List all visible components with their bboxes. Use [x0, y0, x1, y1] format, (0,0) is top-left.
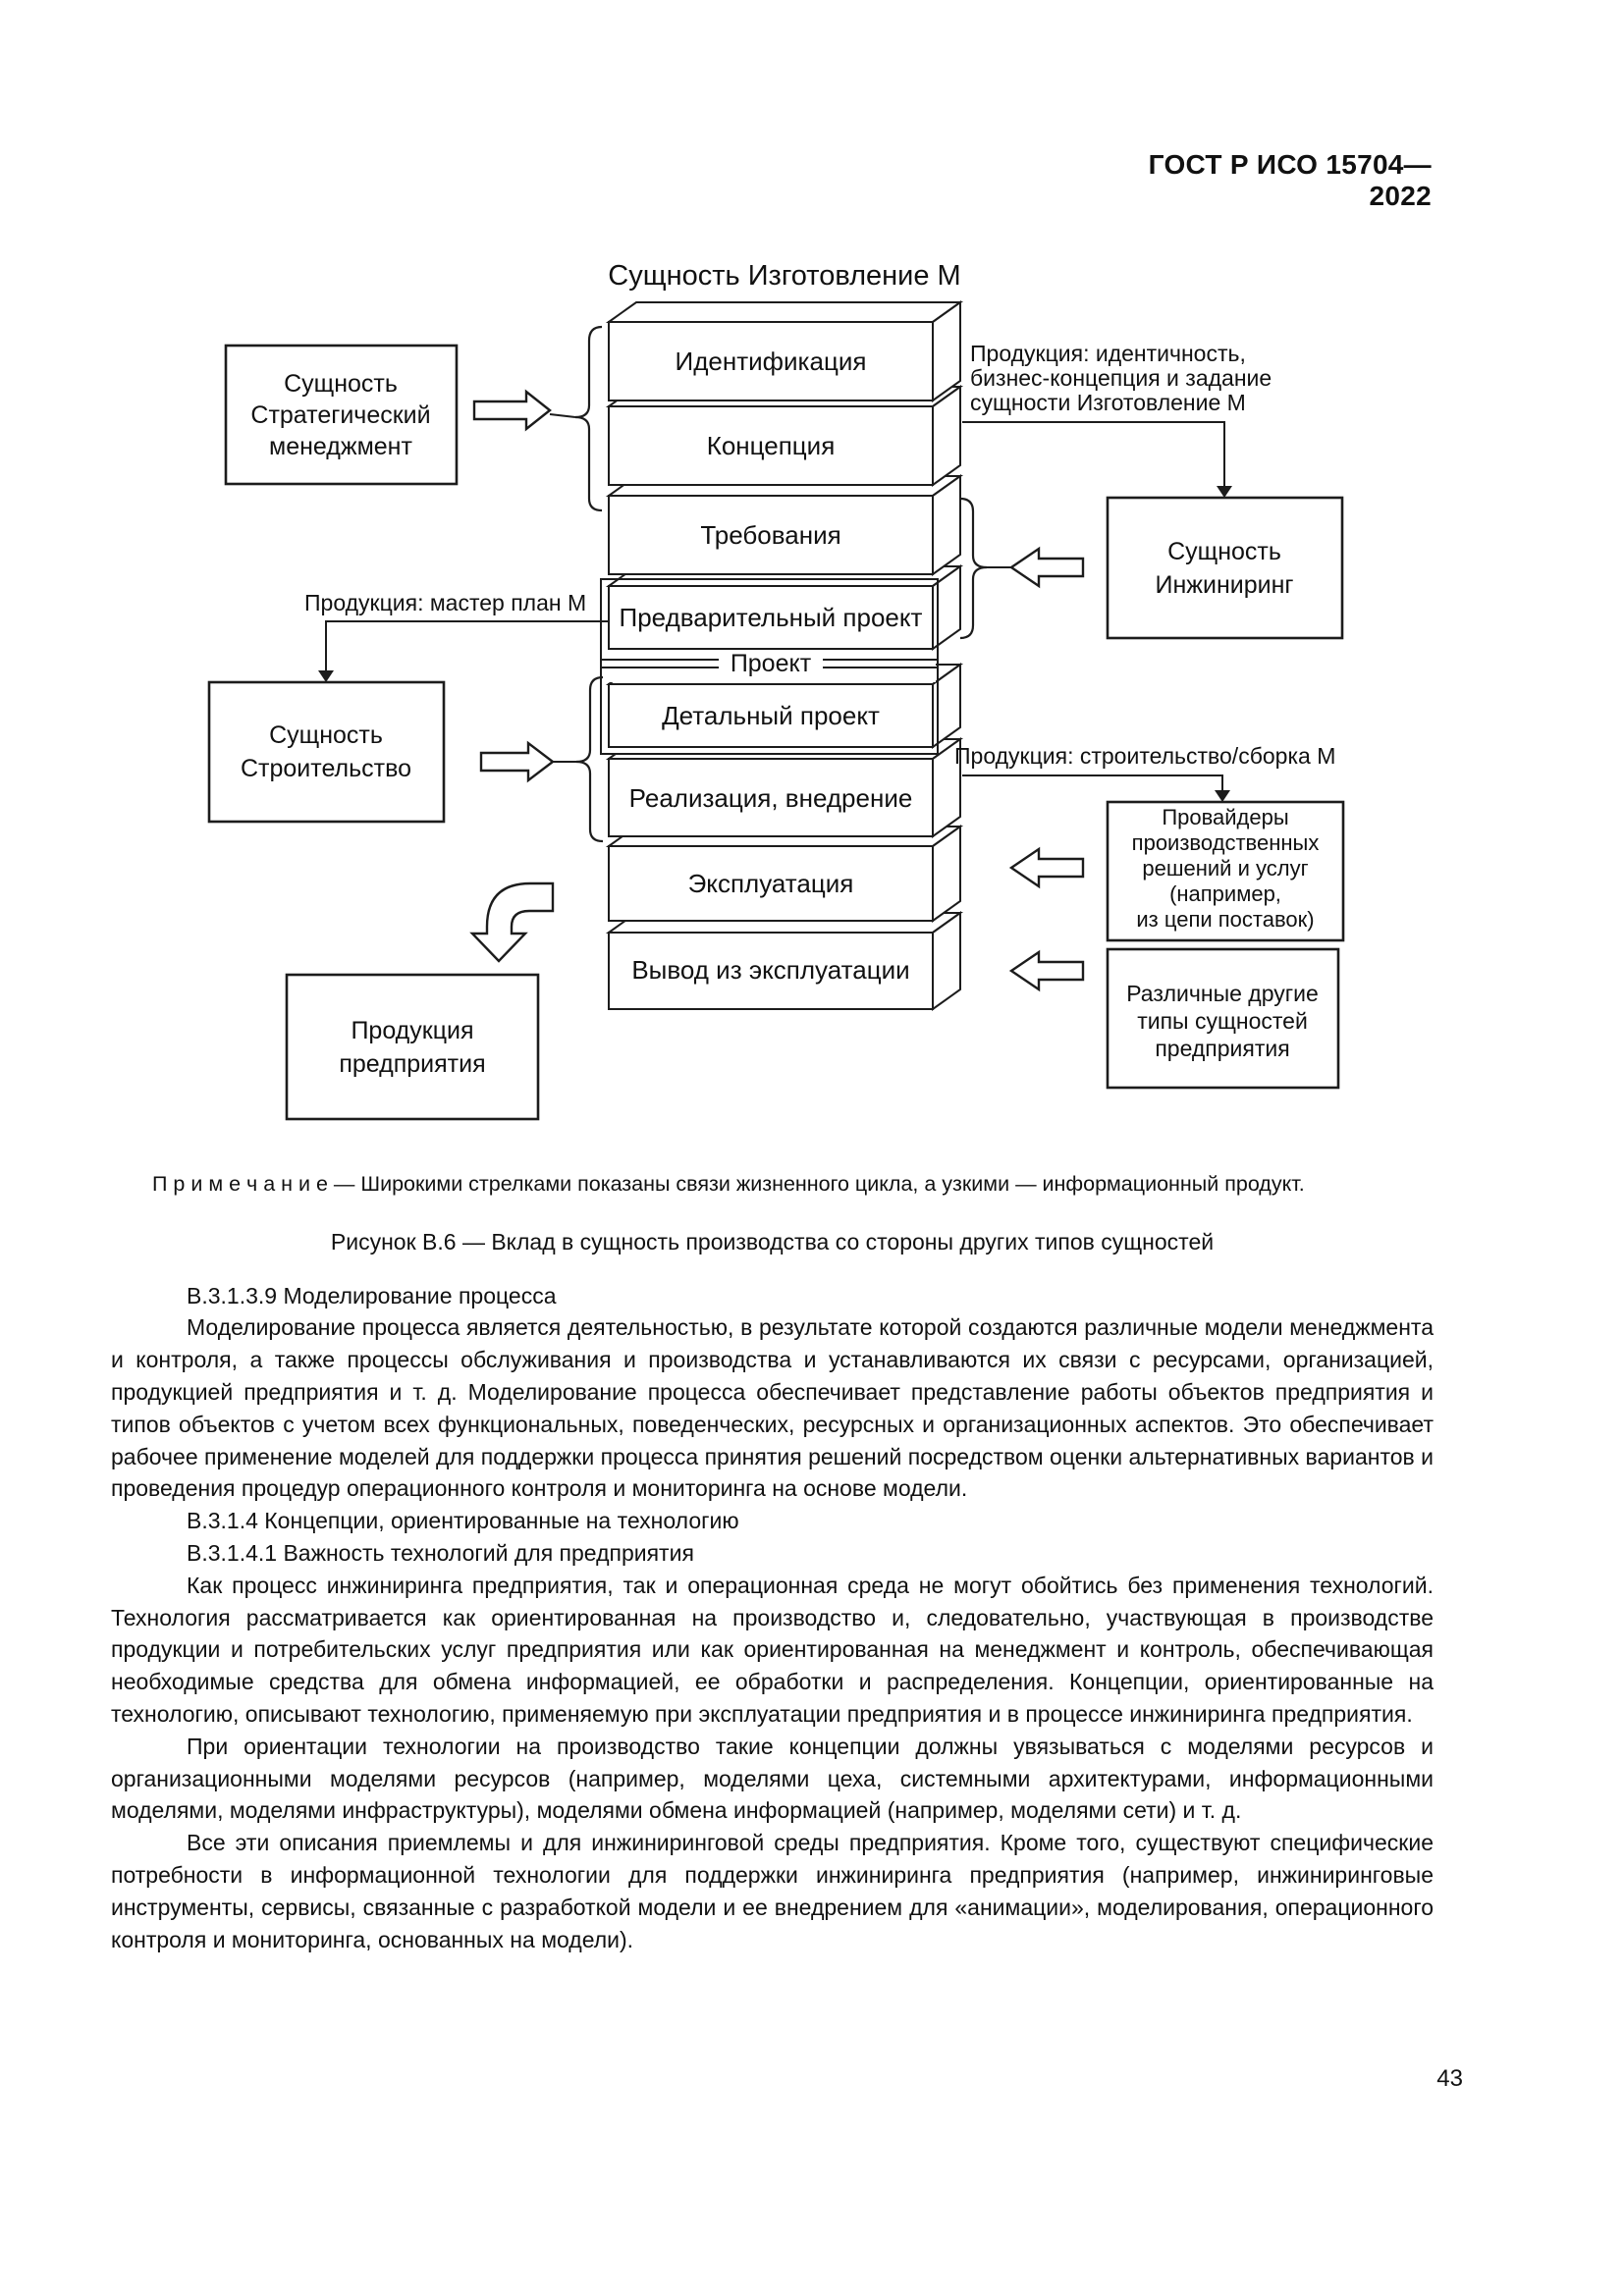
- document-header: ГОСТ Р ИСО 15704—2022: [1148, 149, 1432, 211]
- other-entities-line2: типы сущностей: [1137, 1008, 1308, 1034]
- project-label: Проект: [731, 650, 812, 677]
- figure-b6-diagram: Вывод из эксплуатации Эксплуатация Реали…: [207, 260, 1345, 1121]
- box-front-face: [608, 758, 934, 837]
- annotation-identity-line1: Продукция: идентичность,: [970, 341, 1246, 366]
- brace-detailed-implementation: [575, 675, 604, 843]
- figure-caption: Рисунок В.6 — Вклад в сущность производс…: [330, 1228, 1215, 1255]
- entity-box-frame: [1106, 947, 1340, 1090]
- phase-box-identification: Идентификация: [605, 300, 964, 402]
- entity-box-frame: [207, 680, 446, 824]
- annotation-identity-line3: сущности Изготовление М: [970, 390, 1246, 415]
- figure-title: Сущность Изготовление М: [608, 260, 960, 292]
- solution-providers-line3: решений и услуг: [1142, 856, 1308, 881]
- entity-strategic-line2: Стратегический: [250, 401, 430, 429]
- entity-strategic-line1: Сущность: [284, 370, 398, 398]
- box-front-face: [608, 405, 934, 486]
- solution-providers-line1: Провайдеры: [1162, 805, 1288, 829]
- info-arrowhead-assembly: [1215, 790, 1230, 802]
- entity-box-frame: [1106, 496, 1344, 640]
- paragraph-production-orientation: При ориентации технологии на производств…: [111, 1733, 1434, 1824]
- paragraph-technology-importance: Как процесс инжиниринга предприятия, так…: [111, 1572, 1434, 1727]
- phase-label-implementation: Реализация, внедрение: [629, 783, 913, 813]
- box-front-face: [608, 321, 934, 401]
- annotation-identity-line2: бизнес-концепция и задание: [970, 365, 1272, 391]
- solution-providers-line2: производственных: [1132, 830, 1320, 855]
- phase-label-identification: Идентификация: [676, 347, 867, 376]
- annotation-assembly: Продукция: строительство/сборка М: [954, 743, 1335, 769]
- enterprise-products-line2: предприятия: [339, 1050, 485, 1078]
- lifecycle-arrow-strategic: [472, 389, 552, 432]
- info-line-master-plan: [325, 620, 609, 672]
- section-heading-b314: В.3.1.4 Концепции, ориентированные на те…: [187, 1508, 739, 1534]
- solution-providers-line5: из цепи поставок): [1136, 907, 1314, 932]
- project-band-lines: [601, 659, 938, 668]
- paragraph-engineering-environment: Все эти описания приемлемы и для инжинир…: [111, 1830, 1434, 1952]
- elbow-arrow-products: [469, 881, 555, 963]
- other-entities-line1: Различные другие: [1126, 981, 1319, 1006]
- brace-requirements-preliminary: [959, 497, 988, 640]
- phase-box-decommissioning: Вывод из эксплуатации: [605, 911, 964, 1011]
- section-heading-b3139: В.3.1.3.9 Моделирование процесса: [187, 1282, 557, 1308]
- phase-box-operation: Эксплуатация: [605, 825, 964, 923]
- entity-box-frame: [1106, 800, 1345, 942]
- info-line-identity: [962, 421, 1225, 488]
- other-entities-line3: предприятия: [1155, 1036, 1289, 1061]
- entity-construction-line1: Сущность: [269, 721, 383, 749]
- paragraph-process-modelling: Моделирование процесса является деятельн…: [111, 1314, 1434, 1502]
- entity-engineering-line2: Инжиниринг: [1155, 571, 1293, 599]
- box-front-face: [608, 585, 934, 650]
- enterprise-products-line1: Продукция: [351, 1017, 473, 1044]
- solution-providers-line4: (например,: [1169, 881, 1281, 906]
- info-arrowhead-identity: [1217, 486, 1232, 498]
- box-front-face: [608, 683, 934, 748]
- entity-construction-line2: Строительство: [241, 755, 411, 782]
- lifecycle-arrow-other-entities: [1008, 949, 1085, 992]
- phase-label-detailed-design: Детальный проект: [662, 701, 880, 730]
- box-front-face: [608, 495, 934, 575]
- box-front-face: [608, 932, 934, 1010]
- entity-strategic-management-box: Сущность Стратегический менеджмент: [224, 344, 459, 486]
- phase-box-requirements: Требования: [605, 474, 964, 576]
- entity-box-frame: [224, 344, 459, 486]
- phase-label-operation: Эксплуатация: [688, 869, 854, 898]
- info-line-assembly: [962, 774, 1223, 792]
- enterprise-products-box: Продукция предприятия: [285, 973, 540, 1121]
- text-block: П р и м е ч а н и е — Широкими стрелками…: [111, 1168, 1434, 1955]
- lifecycle-arrow-engineering: [1008, 546, 1085, 589]
- page-number: 43: [1436, 2065, 1463, 2092]
- phase-label-decommissioning: Вывод из эксплуатации: [631, 955, 909, 985]
- entity-engineering-line1: Сущность: [1167, 538, 1281, 565]
- phase-label-concept: Концепция: [707, 431, 836, 460]
- brace-identification-concept: [574, 325, 603, 512]
- entity-engineering-box: Сущность Инжиниринг: [1106, 496, 1344, 640]
- lifecycle-arrow-providers: [1008, 846, 1085, 889]
- info-arrowhead-master-plan: [318, 670, 334, 682]
- lifecycle-arrow-construction: [479, 740, 555, 783]
- entity-construction-box: Сущность Строительство: [207, 680, 446, 824]
- entity-strategic-line3: менеджмент: [269, 433, 412, 460]
- entity-box-frame: [285, 973, 540, 1121]
- phase-label-preliminary-design: Предварительный проект: [620, 603, 923, 632]
- other-entities-box: Различные другие типы сущностей предприя…: [1106, 947, 1340, 1090]
- box-front-face: [608, 845, 934, 922]
- box-top-face: [605, 301, 964, 323]
- solution-providers-box: Провайдеры производственных решений и ус…: [1106, 800, 1345, 942]
- section-heading-b3141: В.3.1.4.1 Важность технологий для предпр…: [187, 1539, 694, 1566]
- annotation-master-plan: Продукция: мастер план М: [304, 590, 586, 615]
- brace-tick-strategic: [549, 413, 576, 418]
- phase-label-requirements: Требования: [700, 520, 840, 550]
- figure-note: П р и м е ч а н и е — Широкими стрелками…: [152, 1172, 1305, 1196]
